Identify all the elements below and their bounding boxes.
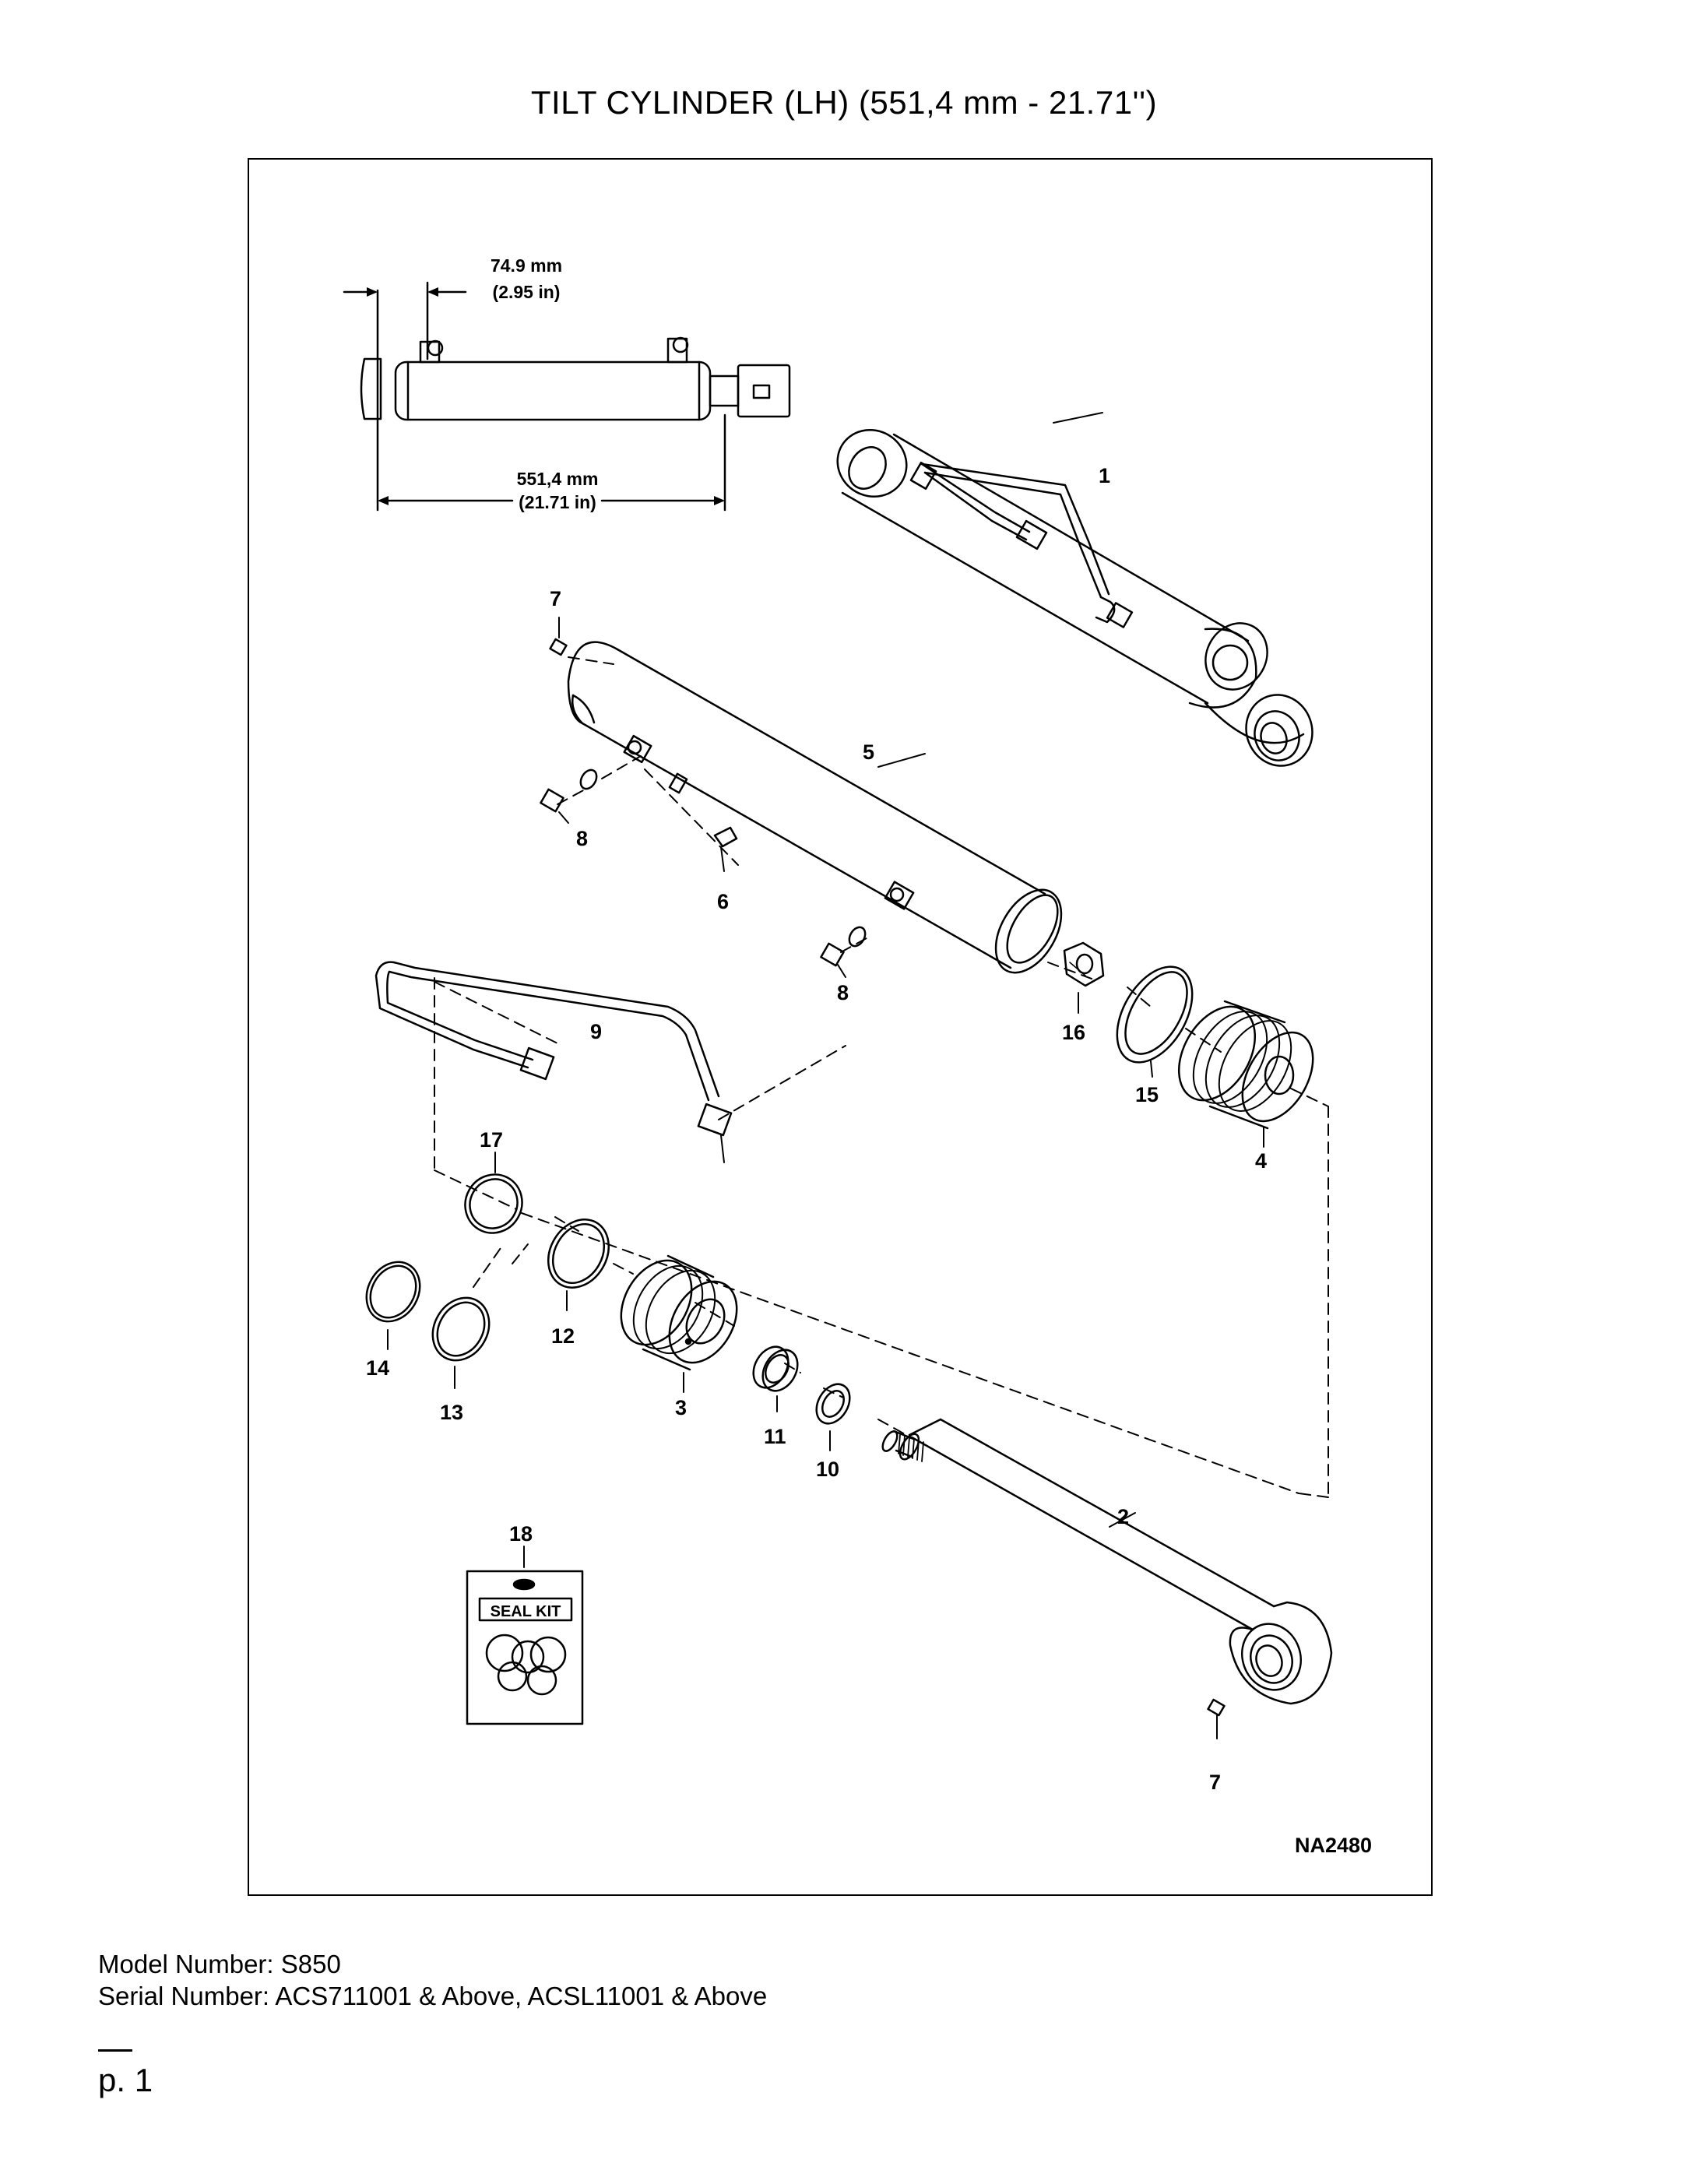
- callout-3: 3: [675, 1396, 687, 1419]
- part-7-fittings: [549, 617, 1226, 1739]
- part-13-ring: [431, 1296, 491, 1389]
- part-9-tube: [375, 961, 733, 1163]
- exploded-parts-diagram: 74.9 mm (2.95 in) 551,4 mm (21.71 in) 1 …: [343, 255, 1372, 1857]
- callout-4: 4: [1255, 1149, 1267, 1173]
- part-4-piston: [1177, 1000, 1314, 1148]
- dim-top-in: (2.95 in): [493, 282, 561, 302]
- callout-2: 2: [1117, 1505, 1129, 1528]
- part-2-rod: [881, 1418, 1333, 1705]
- serial-number: Serial Number: ACS711001 & Above, ACSL11…: [98, 1982, 768, 2010]
- callout-6: 6: [717, 890, 729, 913]
- part-6-valve: [668, 772, 738, 872]
- callout-1: 1: [1099, 464, 1110, 487]
- callout-5: 5: [863, 740, 874, 764]
- part-12-ring: [547, 1219, 610, 1311]
- dim-top-mm: 74.9 mm: [491, 255, 562, 276]
- part-8-plugs: [540, 768, 867, 978]
- part-15-ring: [1116, 965, 1194, 1078]
- leader-lines: [434, 656, 1329, 1498]
- part-18-seal-kit: [466, 1546, 584, 1725]
- callout-9: 9: [590, 1020, 602, 1043]
- callout-8b: 8: [837, 981, 849, 1004]
- page-title: TILT CYLINDER (LH) (551,4 mm - 21.71''): [530, 84, 1158, 121]
- part-14-ring: [365, 1261, 421, 1350]
- part-10-rod-seal: [815, 1383, 851, 1451]
- callout-7b: 7: [1209, 1771, 1221, 1794]
- part-5-barrel: [567, 641, 1063, 974]
- page-number: p. 1: [98, 2062, 153, 2098]
- callout-16: 16: [1062, 1021, 1085, 1044]
- part-3-gland: [620, 1254, 738, 1393]
- part-16-nut: [1063, 941, 1105, 1014]
- part-1-assembled-cylinder: [836, 412, 1313, 767]
- callout-8a: 8: [576, 827, 588, 850]
- seal-kit-label: SEAL KIT: [491, 1603, 561, 1620]
- page-number-rule: [98, 2049, 132, 2052]
- dim-length-mm: 551,4 mm: [517, 469, 599, 489]
- dim-length-in: (21.71 in): [519, 492, 596, 512]
- callout-11: 11: [764, 1425, 786, 1448]
- callout-10: 10: [816, 1458, 839, 1481]
- callout-14: 14: [366, 1356, 389, 1380]
- diagram-frame: [248, 158, 1433, 1896]
- callout-17: 17: [480, 1128, 503, 1152]
- callout-12: 12: [551, 1324, 575, 1348]
- callout-13: 13: [440, 1401, 463, 1424]
- callout-15: 15: [1135, 1083, 1159, 1106]
- part-17-ring: [464, 1152, 523, 1234]
- figure-id: NA2480: [1295, 1834, 1372, 1857]
- callout-7a: 7: [550, 587, 561, 610]
- dimension-inset: [343, 281, 791, 512]
- part-11-wiper: [752, 1345, 799, 1412]
- model-number: Model Number: S850: [98, 1950, 341, 1978]
- callout-18: 18: [509, 1522, 533, 1546]
